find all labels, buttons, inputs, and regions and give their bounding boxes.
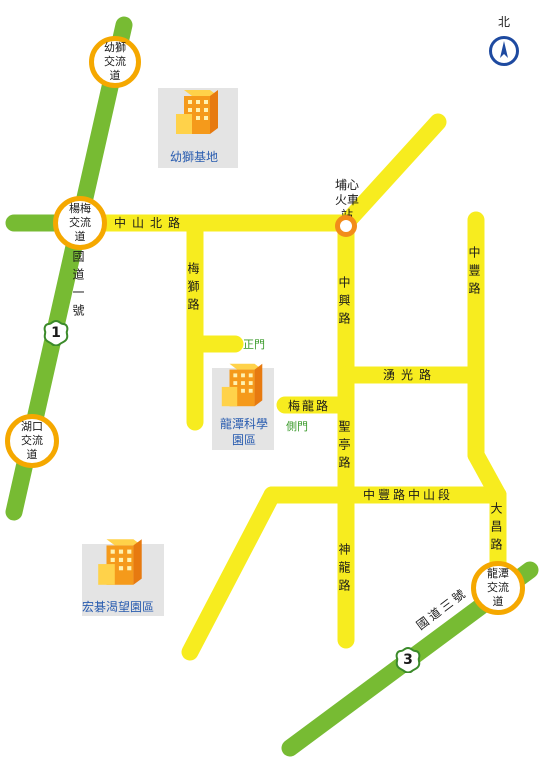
road-label-meilong: 梅龍路 (288, 399, 331, 413)
road-label-shengting: 聖亭路 (337, 420, 351, 474)
hongqi-park-label: 宏碁渴望園區 (82, 600, 155, 614)
highway-3-shield-icon (395, 647, 421, 673)
road-northeast (337, 113, 447, 232)
interchange-youshi-label: 幼獅交流道 (104, 41, 126, 82)
station-icon (335, 215, 357, 237)
highway-1-number: 1 (51, 325, 61, 341)
main-gate-label: 正門 (243, 338, 265, 351)
interchange-longtan: 龍潭交流道 (471, 561, 525, 615)
road-label-zhongfeng: 中豐路 (467, 246, 481, 300)
road-label-meishi: 梅獅路 (186, 262, 200, 316)
road-label-zhongshan-north: 中山北路 (114, 216, 187, 230)
interchange-hukou: 湖口交流道 (5, 414, 59, 468)
road-southwest-diag (181, 486, 281, 661)
interchange-yangmei-label: 楊梅交流道 (69, 202, 91, 243)
hongqi-park-building-icon (98, 539, 142, 585)
interchange-longtan-label: 龍潭交流道 (487, 567, 509, 608)
interchange-hukou-label: 湖口交流道 (21, 420, 43, 461)
highway-1-name: 國道一號 (71, 250, 85, 322)
side-gate-label: 側門 (286, 420, 308, 433)
interchange-youshi: 幼獅交流道 (89, 36, 141, 88)
longtan-park-label: 龍潭科學園區 (219, 417, 268, 447)
highway-3-number: 3 (403, 652, 413, 668)
youshi-base-building-icon (176, 90, 218, 134)
road-label-yongguang: 湧光路 (383, 368, 438, 382)
road-label-zhongfeng-zhongshan: 中豐路中山段 (363, 488, 454, 502)
road-label-shenlong: 神龍路 (337, 543, 351, 597)
highway-1-shield-icon (43, 320, 69, 346)
road-label-zhongxing: 中興路 (337, 276, 351, 330)
interchange-yangmei: 楊梅交流道 (53, 196, 107, 250)
road-label-dachang: 大昌路 (489, 502, 503, 556)
compass-north-label: 北 (498, 15, 511, 29)
station-label: 埔心火車站 (334, 178, 359, 222)
compass-icon (489, 36, 519, 66)
longtan-park-building-icon (221, 363, 263, 407)
youshi-base-label: 幼獅基地 (170, 150, 219, 164)
